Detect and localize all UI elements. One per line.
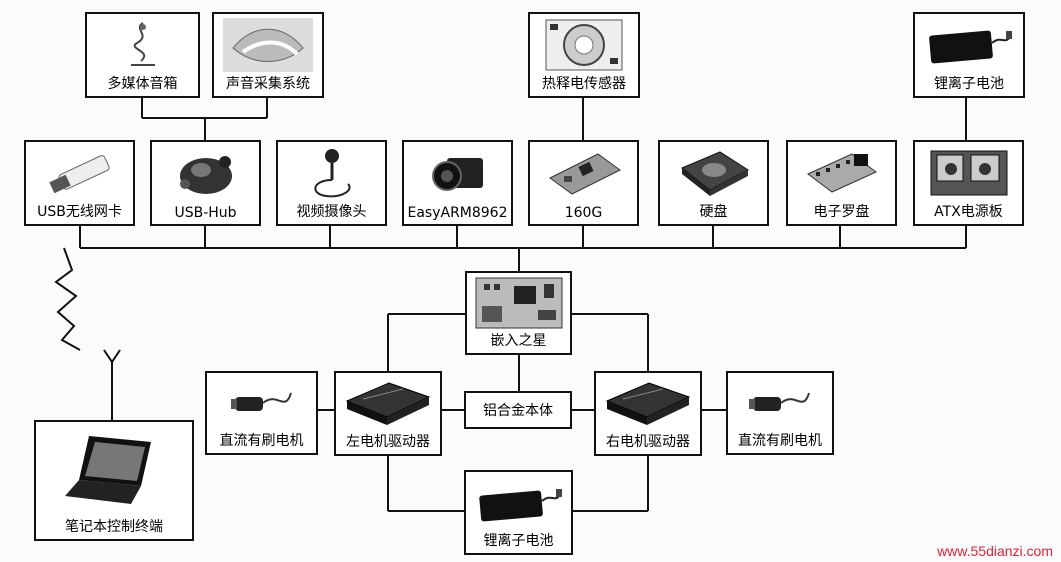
dc-motor-icon <box>213 379 310 427</box>
microphone-icon <box>220 18 316 72</box>
mainboard-icon <box>473 277 564 329</box>
camera-box: 视频摄像头 <box>276 140 387 226</box>
compass-label: 电子罗盘 <box>813 204 870 220</box>
usb-wifi-label: USB无线网卡 <box>37 204 122 220</box>
li-battery-top-box: 锂离子电池 <box>913 12 1025 98</box>
embedded-star-label: 嵌入之星 <box>490 333 547 349</box>
camera-module-icon <box>410 148 505 198</box>
motor-driver-icon <box>342 379 434 428</box>
compass-box: 电子罗盘 <box>786 140 897 226</box>
right-driver-label: 右电机驱动器 <box>606 434 690 450</box>
li-battery-bottom-box: 锂离子电池 <box>464 470 573 555</box>
hard-disk-label: 硬盘 <box>699 204 728 220</box>
battery-icon <box>921 20 1017 70</box>
embedded-star-box: 嵌入之星 <box>465 271 572 355</box>
circuit-board-icon <box>536 148 631 198</box>
voice-capture-label: 声音采集系统 <box>226 76 310 92</box>
laptop-icon <box>42 428 186 513</box>
power-board-icon <box>921 148 1016 198</box>
webcam-icon <box>284 148 379 198</box>
speaker-label: 多媒体音箱 <box>107 76 178 92</box>
laptop-label: 笔记本控制终端 <box>65 519 163 535</box>
left-motor-label: 直流有刷电机 <box>219 433 304 449</box>
easyarm-label: EasyARM8962 <box>407 205 508 221</box>
aluminum-body-label: 铝合金本体 <box>483 403 553 419</box>
hard-disk-box: 硬盘 <box>658 140 769 226</box>
voice-capture-box: 声音采集系统 <box>212 12 324 98</box>
usb-hub-box: USB-Hub <box>150 140 261 226</box>
motor-driver-icon <box>602 379 694 428</box>
li-battery-top-label: 锂离子电池 <box>934 76 1004 92</box>
dc-motor-icon <box>734 379 826 427</box>
speaker-logo-icon <box>93 20 192 70</box>
laptop-box: 笔记本控制终端 <box>34 420 194 541</box>
wireless-signal-wave <box>54 247 81 351</box>
pir-sensor-icon <box>536 19 632 71</box>
right-motor-box: 直流有刷电机 <box>726 371 834 455</box>
aluminum-body-box: 铝合金本体 <box>464 391 572 429</box>
compass-module-icon <box>794 148 889 198</box>
usb-wifi-box: USB无线网卡 <box>24 140 135 226</box>
atx-power-box: ATX电源板 <box>913 140 1024 226</box>
atx-power-label: ATX电源板 <box>934 204 1003 220</box>
usb-dongle-icon <box>32 148 127 198</box>
camera-label: 视频摄像头 <box>296 204 367 220</box>
left-motor-box: 直流有刷电机 <box>205 371 318 455</box>
hard-disk-icon <box>666 148 761 198</box>
left-driver-box: 左电机驱动器 <box>334 371 442 456</box>
pir-sensor-box: 热释电传感器 <box>528 12 640 98</box>
usb-hub-icon <box>158 148 253 198</box>
left-driver-label: 左电机驱动器 <box>346 434 430 450</box>
board-160g-box: 160G <box>528 140 639 226</box>
board-160g-label: 160G <box>564 205 603 221</box>
battery-icon <box>472 478 565 527</box>
li-battery-bottom-label: 锂离子电池 <box>483 533 554 549</box>
easyarm-box: EasyARM8962 <box>402 140 513 226</box>
watermark: www.55dianzi.com <box>937 543 1053 559</box>
right-driver-box: 右电机驱动器 <box>594 371 702 456</box>
right-motor-label: 直流有刷电机 <box>738 433 822 449</box>
pir-sensor-label: 热释电传感器 <box>542 76 626 92</box>
speaker-box: 多媒体音箱 <box>85 12 200 98</box>
usb-hub-label: USB-Hub <box>174 205 237 221</box>
